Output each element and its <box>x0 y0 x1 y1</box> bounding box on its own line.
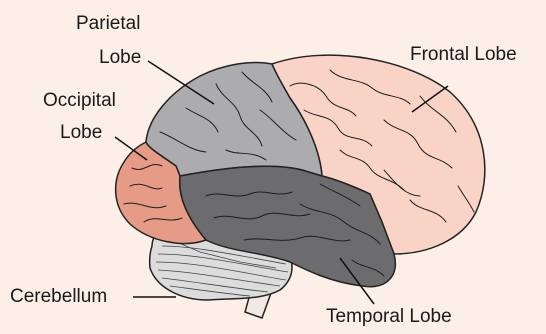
temporal-lobe-label: Temporal Lobe <box>326 307 452 326</box>
splash-blob-1 <box>14 58 38 80</box>
frontal-lobe-label: Frontal Lobe <box>410 45 517 64</box>
cerebellum-label: Cerebellum <box>10 287 107 306</box>
occipital-lobe-label-line2: Lobe <box>60 123 102 142</box>
parietal-lobe-label-line2: Lobe <box>99 48 141 67</box>
occipital-lobe-label-line1: Occipital <box>43 91 116 110</box>
parietal-lobe-label-line1: Parietal <box>76 14 140 33</box>
